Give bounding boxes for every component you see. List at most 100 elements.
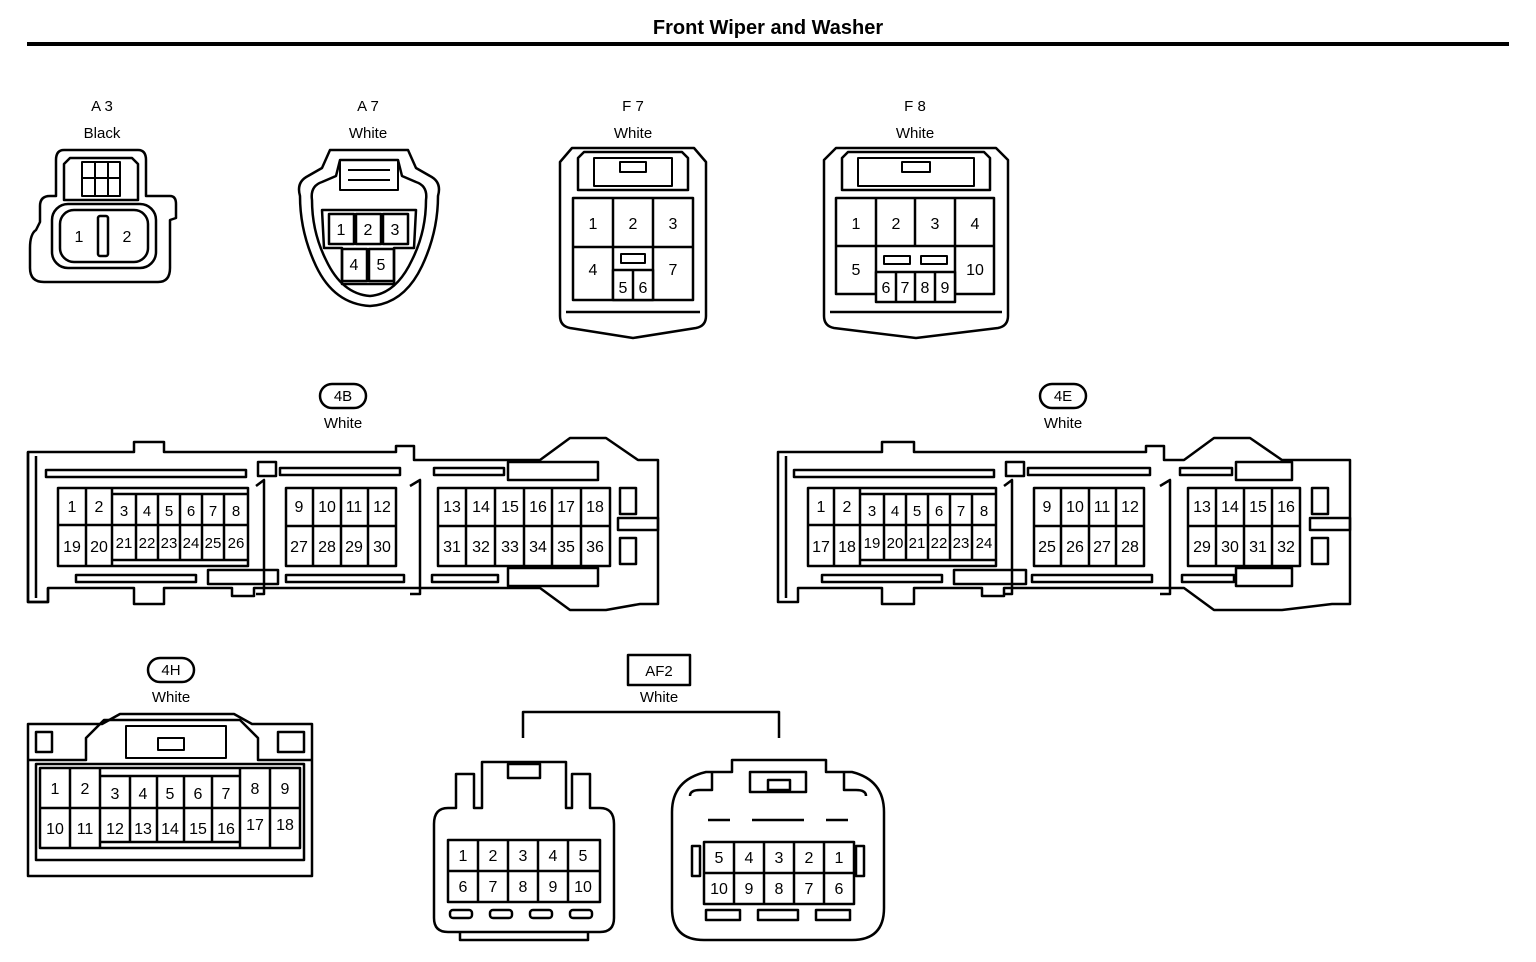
pin-label: 8 — [251, 781, 260, 798]
pin-label: 1 — [337, 222, 346, 239]
connector-4h: 4H White 1 2 3 4 5 6 7 8 9 10 11 12 13 1… — [26, 656, 314, 878]
connector-code: A 7 — [357, 98, 379, 115]
pin-label: 13 — [443, 499, 461, 516]
pin-label: 14 — [161, 821, 179, 838]
connector-code: AF2 — [645, 663, 673, 680]
pin-label: 8 — [775, 881, 784, 898]
page-title: Front Wiper and Washer — [652, 17, 884, 39]
pin-label: 1 — [51, 781, 60, 798]
pin-label: 9 — [549, 879, 558, 896]
pin-label: 2 — [629, 216, 638, 233]
pin-label: 3 — [120, 503, 128, 520]
pin-label: 7 — [489, 879, 498, 896]
pin-label: 15 — [501, 499, 519, 516]
pin-label: 10 — [318, 499, 336, 516]
connector-color: White — [896, 125, 934, 142]
pin-label: 31 — [1249, 539, 1267, 556]
connector-color: White — [614, 125, 652, 142]
pin-label: 28 — [1121, 539, 1139, 556]
pin-label: 4 — [745, 850, 754, 867]
pin-label: 16 — [1277, 499, 1295, 516]
pin-label: 7 — [805, 881, 814, 898]
pin-label: 23 — [161, 535, 178, 552]
pin-label: 27 — [1093, 539, 1111, 556]
pin-label: 16 — [217, 821, 235, 838]
pin-label: 20 — [90, 539, 108, 556]
pin-label: 12 — [106, 821, 124, 838]
connector-f8: F 8 White 1 2 3 4 5 6 7 8 9 10 — [822, 98, 1010, 340]
pin-label: 31 — [443, 539, 461, 556]
pin-label: 2 — [843, 499, 852, 516]
pin-label: 24 — [976, 535, 993, 552]
pin-label: 4 — [891, 503, 899, 520]
pin-label: 3 — [111, 786, 120, 803]
pin-label: 2 — [892, 216, 901, 233]
connector-color: White — [324, 415, 362, 432]
pin-label: 30 — [373, 539, 391, 556]
pin-label: 1 — [589, 216, 598, 233]
pin-label: 10 — [574, 879, 592, 896]
connector-color: White — [640, 689, 678, 706]
pin-label: 6 — [639, 280, 648, 297]
connector-code: 4B — [334, 388, 352, 405]
pin-label: 5 — [377, 257, 386, 274]
pin-label: 23 — [953, 535, 970, 552]
pin-label: 12 — [1121, 499, 1139, 516]
connector-color: White — [1044, 415, 1082, 432]
pin-label: 2 — [95, 499, 104, 516]
pin-label: 8 — [980, 503, 988, 520]
connector-a3: A 3 Black 1 2 — [28, 98, 178, 284]
pin-label: 4 — [971, 216, 980, 233]
pin-label: 25 — [205, 535, 222, 552]
pin-label: 9 — [745, 881, 754, 898]
pin-label: 18 — [276, 817, 294, 834]
pin-label: 4 — [139, 786, 148, 803]
pin-label: 32 — [1277, 539, 1295, 556]
pin-label: 26 — [228, 535, 245, 552]
pin-label: 8 — [232, 503, 240, 520]
pin-label: 22 — [931, 535, 948, 552]
pin-label: 33 — [501, 539, 519, 556]
pin-label: 20 — [887, 535, 904, 552]
pin-label: 27 — [290, 539, 308, 556]
pin-label: 3 — [669, 216, 678, 233]
pin-label: 29 — [345, 539, 363, 556]
connector-4b: 4B White — [26, 382, 660, 612]
connector-f7: F 7 White 1 2 3 4 5 6 7 — [558, 98, 708, 340]
pin-label: 7 — [222, 786, 231, 803]
pin-label: 32 — [472, 539, 490, 556]
pin-label: 10 — [710, 881, 728, 898]
pin-label: 25 — [1038, 539, 1056, 556]
connector-color: Black — [84, 125, 121, 142]
pin-label: 10 — [46, 821, 64, 838]
pin-label: 18 — [586, 499, 604, 516]
pin-label: 4 — [589, 262, 598, 279]
connector-af2: AF2 White 1 2 3 4 5 6 7 8 9 10 — [432, 653, 886, 942]
pin-label: 30 — [1221, 539, 1239, 556]
pin-label: 17 — [557, 499, 575, 516]
connector-code: A 3 — [91, 98, 113, 115]
pin-label: 1 — [75, 229, 84, 246]
pin-label: 18 — [838, 539, 856, 556]
pin-label: 9 — [295, 499, 304, 516]
pin-label: 1 — [852, 216, 861, 233]
pin-label: 10 — [966, 262, 984, 279]
pin-label: 15 — [189, 821, 207, 838]
pin-label: 8 — [921, 280, 930, 297]
pin-label: 9 — [941, 280, 950, 297]
pin-label: 19 — [63, 539, 81, 556]
pin-label: 9 — [281, 781, 290, 798]
pin-label: 13 — [1193, 499, 1211, 516]
connector-code: F 8 — [904, 98, 926, 115]
pin-label: 36 — [586, 539, 604, 556]
pin-label: 21 — [909, 535, 926, 552]
connector-color: White — [349, 125, 387, 142]
pin-label: 7 — [957, 503, 965, 520]
pin-label: 7 — [209, 503, 217, 520]
pin-label: 5 — [852, 262, 861, 279]
pin-label: 7 — [669, 262, 678, 279]
pin-label: 14 — [472, 499, 490, 516]
pin-label: 5 — [165, 503, 173, 520]
pin-label: 35 — [557, 539, 575, 556]
